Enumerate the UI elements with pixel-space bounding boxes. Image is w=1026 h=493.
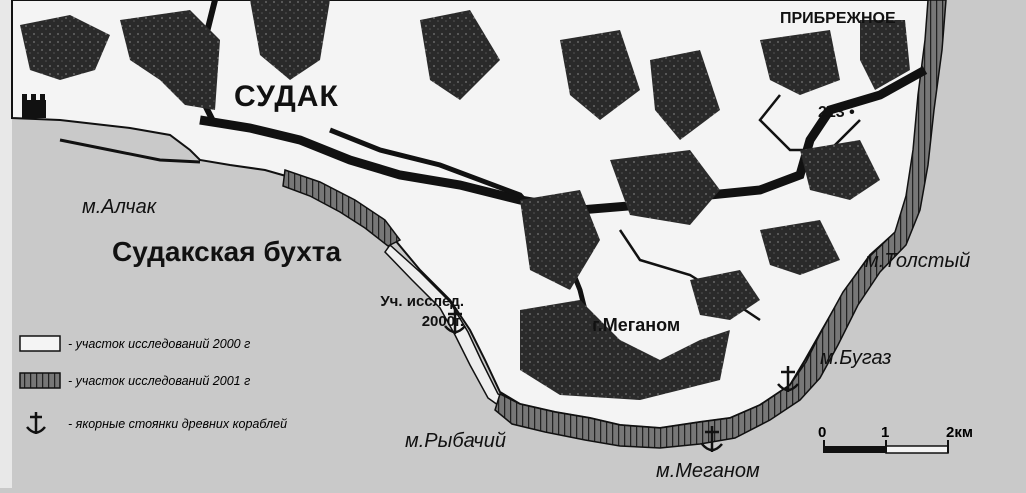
elevation-label: 213 • bbox=[818, 104, 855, 121]
sudak-town-area-2 bbox=[120, 10, 220, 110]
relief-area bbox=[560, 30, 640, 120]
relief-area bbox=[860, 20, 910, 90]
scale-label-2: 2км bbox=[946, 424, 973, 441]
cape-label-rybachiy: м.Рыбачий bbox=[405, 430, 506, 452]
coast-road bbox=[59, 138, 201, 164]
legend-text-anchor: - якорные стоянки древних кораблей bbox=[68, 417, 288, 431]
side-road bbox=[329, 127, 593, 331]
relief-area bbox=[760, 220, 840, 275]
anchor-icon bbox=[26, 412, 46, 434]
page-margin-strip bbox=[0, 0, 12, 488]
cape-label-meganom: м.Меганом bbox=[656, 460, 760, 482]
anchor-icon bbox=[701, 426, 723, 452]
relief-area bbox=[800, 140, 880, 200]
main-road bbox=[199, 66, 928, 215]
coast-band-2001-west bbox=[282, 168, 402, 247]
study-site-label: Уч. исслед. 2000г. bbox=[360, 292, 464, 332]
legend-swatch-2001 bbox=[19, 372, 61, 389]
relief-area bbox=[250, 0, 330, 80]
anchor-icon bbox=[444, 308, 466, 334]
relief-area bbox=[760, 30, 840, 95]
study-site-label-line1: Уч. исслед. bbox=[380, 293, 464, 310]
bay-label-sudak: Судакская бухта bbox=[112, 236, 342, 267]
scale-bar bbox=[823, 440, 949, 454]
anchor-icon bbox=[777, 366, 799, 392]
relief-area bbox=[610, 150, 720, 225]
legend-swatch-2000 bbox=[19, 335, 61, 352]
relief-area bbox=[520, 300, 730, 400]
fortress-icon bbox=[22, 94, 46, 118]
relief-area bbox=[420, 10, 500, 100]
relief-area bbox=[520, 190, 600, 290]
town-label-sudak: СУДАК bbox=[234, 80, 339, 113]
sudak-town-area bbox=[20, 15, 110, 80]
cape-label-alchak: м.Алчак bbox=[82, 196, 157, 218]
village-label-pribrezhnoe: ПРИБРЕЖНОЕ bbox=[780, 10, 896, 27]
relief-area bbox=[650, 50, 720, 140]
coast-band-2001-south bbox=[494, 0, 947, 449]
cape-label-bugaz: м.Бугаз bbox=[820, 347, 892, 369]
scale-label-0: 0 bbox=[818, 424, 827, 441]
study-site-label-year: 2000г. bbox=[421, 313, 464, 330]
legend-text-2000: - участок исследований 2000 г bbox=[68, 337, 251, 351]
mountain-label-meganom: г.Меганом bbox=[592, 315, 681, 335]
scale-label-1: 1 bbox=[881, 424, 890, 441]
legend-text-2001: - участок исследований 2001 г bbox=[68, 374, 251, 388]
cape-label-tolstyi: м.Толстый bbox=[865, 250, 971, 272]
relief-area bbox=[690, 270, 760, 320]
